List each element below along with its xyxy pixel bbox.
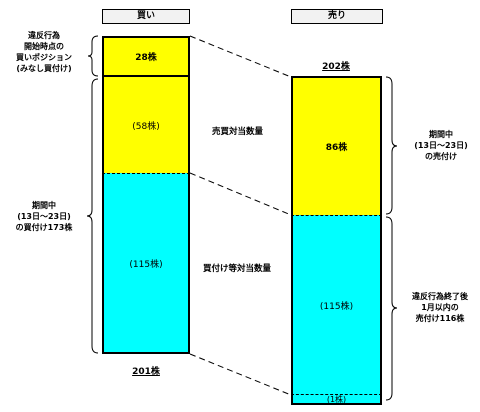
buy-sell-equiv-segment: (58株) bbox=[102, 77, 190, 173]
connector-middle bbox=[189, 172, 292, 216]
sell-after-label: (115株) bbox=[319, 301, 354, 312]
period-buy-label: 期間中 (13日～23日) の買付け173株 bbox=[15, 201, 73, 232]
buy-header: 買い bbox=[102, 9, 190, 24]
sell-total: 202株 bbox=[322, 62, 350, 72]
brace-left-position bbox=[87, 35, 99, 77]
buy-buy-equiv-segment: (115株) bbox=[102, 173, 190, 354]
sell-extra-segment: (1株) bbox=[291, 394, 382, 405]
buy-buy-equiv-label: (115株) bbox=[129, 259, 163, 270]
buy-position-label: 28株 bbox=[135, 53, 157, 63]
buy-position-segment: 28株 bbox=[102, 36, 190, 77]
period-sell-label: 期間中 (13日～23日) の売付け bbox=[414, 130, 468, 161]
sell-period-segment: 86株 bbox=[291, 76, 382, 215]
after-sell-label: 違反行為終了後 1月以内の 売付け116株 bbox=[412, 292, 468, 323]
brace-right-period bbox=[385, 76, 398, 215]
sell-equiv-label: 売買対当数量 bbox=[212, 127, 264, 137]
position-label: 違反行為 開始時点の 買いポジション (みなし買付け) bbox=[16, 31, 72, 73]
sell-extra-label: (1株) bbox=[326, 394, 347, 404]
sell-header: 売り bbox=[291, 9, 383, 24]
sell-after-segment: (115株) bbox=[291, 215, 382, 394]
brace-left-period bbox=[86, 78, 99, 354]
sell-period-label: 86株 bbox=[325, 143, 348, 153]
buy-total: 201株 bbox=[132, 367, 160, 377]
brace-right-after bbox=[385, 216, 398, 401]
buy-sell-equiv-label: (58株) bbox=[132, 121, 160, 132]
connector-top bbox=[189, 35, 292, 78]
buy-equiv-label: 買付け等対当数量 bbox=[203, 264, 272, 274]
connector-bottom bbox=[189, 353, 292, 396]
